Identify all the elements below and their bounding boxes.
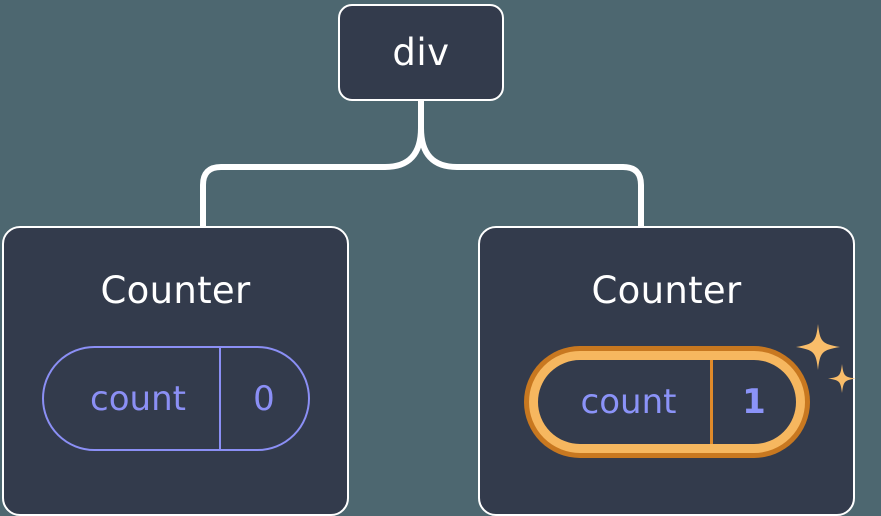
- state-value-left: 0: [218, 348, 308, 449]
- node-counter-right-label: Counter: [591, 269, 742, 312]
- node-counter-left-label: Counter: [100, 269, 251, 312]
- connector-branch-left: [200, 127, 424, 226]
- state-pill-count-left[interactable]: count 0: [41, 346, 310, 451]
- diagram-canvas: div Counter count 0 Counter count 1: [2, 4, 856, 516]
- state-pill-inner-right: count 1: [528, 351, 805, 453]
- node-div[interactable]: div: [338, 4, 504, 101]
- connector-branch-right: [418, 127, 644, 226]
- state-pill-wrap-left: count 0: [4, 346, 347, 451]
- sparkle-group: [790, 320, 860, 400]
- state-pill-count-right-highlighted[interactable]: count 1: [523, 346, 810, 458]
- node-div-label: div: [392, 31, 450, 74]
- node-counter-left[interactable]: Counter count 0: [2, 226, 349, 516]
- sparkle-small-icon: [828, 364, 856, 393]
- state-key-right: count: [580, 382, 677, 422]
- state-key-left: count: [90, 378, 186, 419]
- state-value-right: 1: [709, 360, 796, 444]
- state-pill-wrap-right: count 1: [480, 346, 853, 458]
- node-counter-right[interactable]: Counter count 1: [478, 226, 856, 516]
- sparkle-large-icon: [796, 324, 840, 370]
